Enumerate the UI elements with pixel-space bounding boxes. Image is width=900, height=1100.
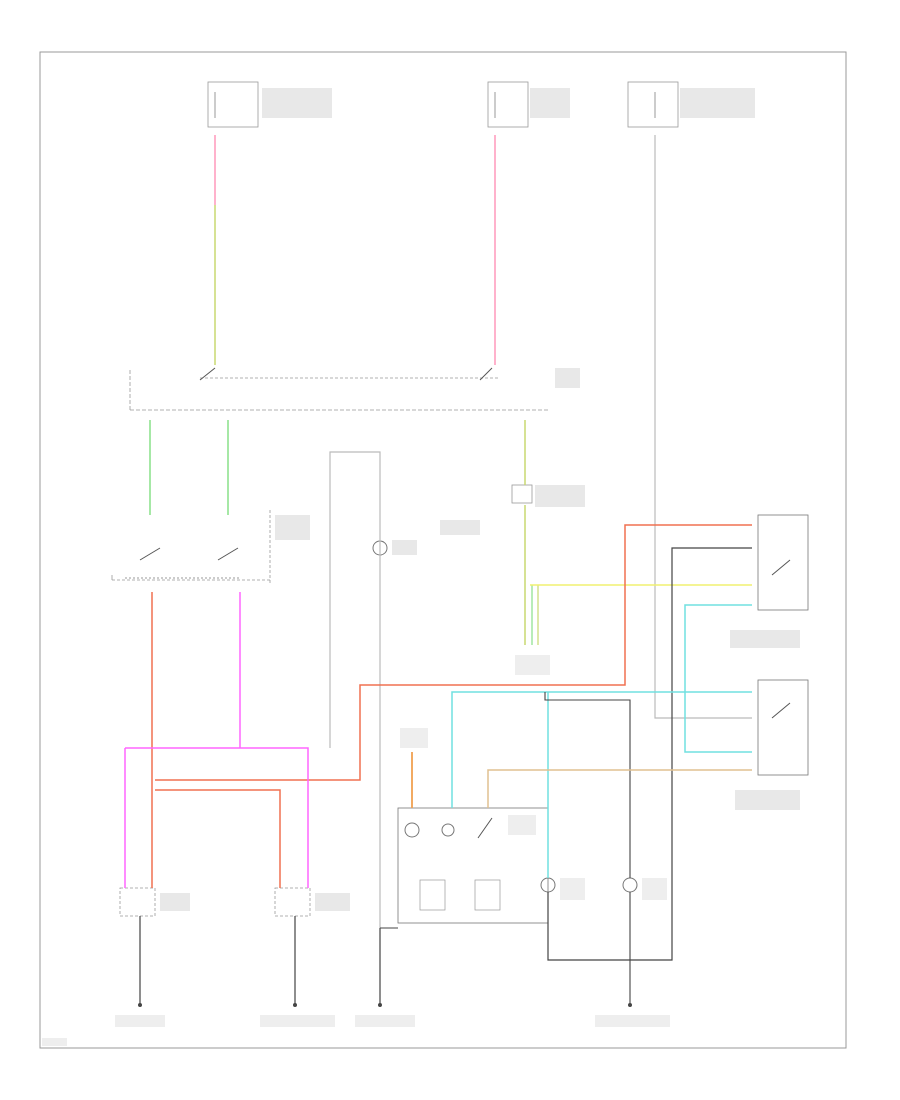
wire-center-gray <box>329 451 398 1005</box>
ground-label-right <box>595 1015 670 1027</box>
ground-label-center <box>355 1015 415 1027</box>
wire-dark-to-lamp <box>544 692 631 1005</box>
relay-input-label <box>400 728 428 748</box>
lamp-labels-2 <box>642 878 667 900</box>
right-headlamp <box>274 887 350 917</box>
wire-ground-center <box>378 1003 382 1007</box>
wire-tan-to-relay <box>487 769 752 808</box>
fuse-box-center <box>487 81 570 128</box>
wire-ground-left <box>138 916 142 1007</box>
ground-label-left <box>115 1015 165 1027</box>
switch-lower-right <box>735 679 809 810</box>
wire-ground-lamp <box>628 1003 632 1007</box>
wire-dark-upper-switch <box>547 547 752 961</box>
ground-label-center-left <box>260 1015 335 1027</box>
left-headlamp <box>119 887 190 917</box>
high-beam-connector <box>511 484 585 507</box>
dimmer-switch <box>111 510 310 585</box>
wire-switch-right-to-connector <box>524 420 539 645</box>
lamp-labels <box>560 878 585 900</box>
wire-fuse-right-down <box>654 135 752 719</box>
wire-pink-headlamp-feed <box>124 592 309 888</box>
fuse-box-right <box>627 81 755 128</box>
fuse-box-left <box>207 81 332 128</box>
wire-cyan-circuit <box>451 604 752 878</box>
wire-switch-to-dimmer <box>149 420 229 515</box>
wire-ground-right <box>293 916 297 1007</box>
connector-label-center <box>515 655 550 675</box>
diagram-border <box>39 51 847 1049</box>
lamp-right-indicator <box>622 877 638 893</box>
corner-label <box>42 1038 67 1046</box>
wire-red-headlamp-feed <box>151 524 752 888</box>
center-connector <box>372 520 480 556</box>
headlight-switch <box>129 367 580 411</box>
switch-upper-right <box>730 514 809 648</box>
relay-label <box>508 815 536 835</box>
